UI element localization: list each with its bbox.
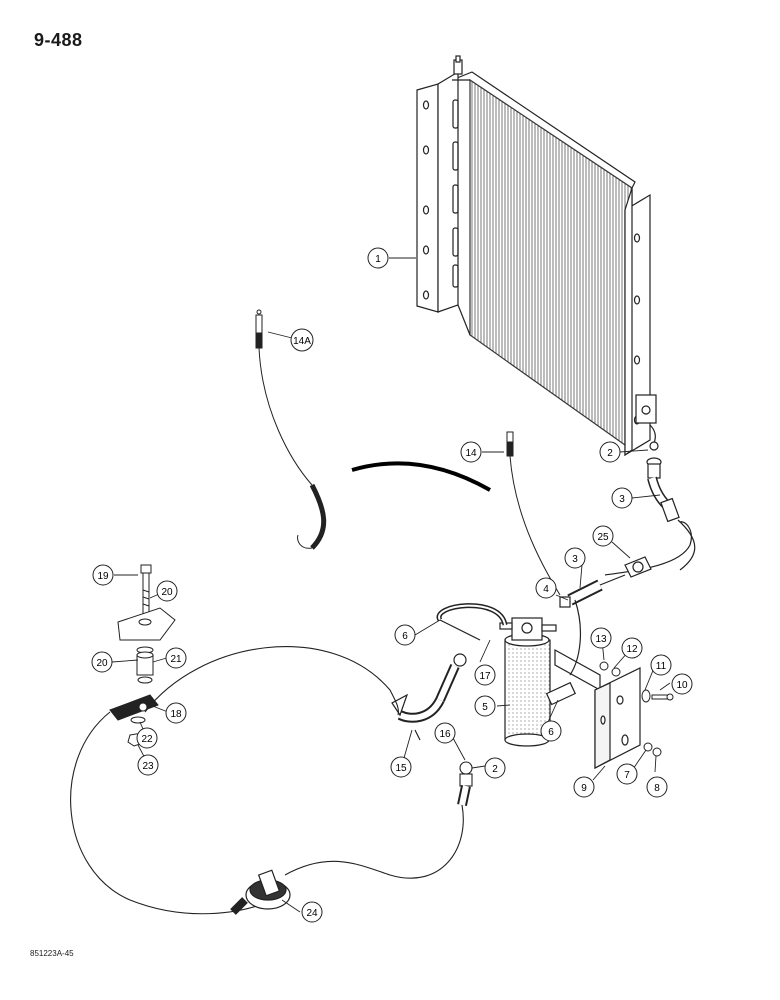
mounting-bracket xyxy=(594,667,641,769)
upper-hose xyxy=(646,457,696,571)
svg-text:5: 5 xyxy=(482,702,488,713)
svg-text:21: 21 xyxy=(170,654,182,665)
callout-23: 23 xyxy=(137,754,159,776)
callout-14: 14 xyxy=(460,441,482,463)
callout-17: 17 xyxy=(474,664,496,686)
figure-code: 851223A-45 xyxy=(30,949,74,958)
callout-7: 7 xyxy=(616,763,638,785)
callout-12: 12 xyxy=(621,637,643,659)
callout-21: 21 xyxy=(165,647,187,669)
svg-text:7: 7 xyxy=(624,770,630,781)
svg-text:25: 25 xyxy=(597,532,609,543)
svg-text:2: 2 xyxy=(492,764,498,775)
callout-20-upper: 20 xyxy=(156,580,178,602)
callout-3-upper: 3 xyxy=(611,487,633,509)
svg-text:9: 9 xyxy=(581,783,587,794)
svg-text:15: 15 xyxy=(395,763,407,774)
svg-text:24: 24 xyxy=(306,908,318,919)
callout-9: 9 xyxy=(573,776,595,798)
svg-text:11: 11 xyxy=(656,661,667,672)
callout-2-upper: 2 xyxy=(599,441,621,463)
page-number: 9-488 xyxy=(34,30,83,50)
svg-text:14: 14 xyxy=(465,448,477,459)
wire-14a xyxy=(255,309,327,550)
svg-text:18: 18 xyxy=(170,709,182,720)
routing-arrow xyxy=(351,461,491,492)
grommet xyxy=(230,869,291,915)
hardware xyxy=(599,661,674,757)
condenser xyxy=(416,55,659,457)
callout-10: 10 xyxy=(671,673,693,695)
callout-20-lower: 20 xyxy=(91,651,113,673)
svg-text:2: 2 xyxy=(607,448,613,459)
svg-text:13: 13 xyxy=(595,634,607,645)
callout-8: 8 xyxy=(646,776,668,798)
callout-15: 15 xyxy=(390,756,412,778)
callout-1: 1 xyxy=(367,247,389,269)
svg-text:10: 10 xyxy=(676,680,688,691)
svg-text:22: 22 xyxy=(141,734,153,745)
callout-5: 5 xyxy=(474,695,496,717)
hose-16 xyxy=(391,653,467,741)
svg-text:3: 3 xyxy=(619,494,625,505)
callout-25: 25 xyxy=(592,525,614,547)
svg-text:8: 8 xyxy=(654,783,660,794)
svg-text:20: 20 xyxy=(161,587,173,598)
hose-25 xyxy=(604,521,692,578)
callout-14a: 14A xyxy=(290,328,314,352)
callout-2-lower: 2 xyxy=(484,757,506,779)
svg-text:23: 23 xyxy=(142,761,154,772)
svg-text:6: 6 xyxy=(548,727,554,738)
lower-hose-run xyxy=(70,646,473,915)
tube-6 xyxy=(436,603,508,641)
svg-text:3: 3 xyxy=(572,554,578,565)
callout-13: 13 xyxy=(590,627,612,649)
callout-22: 22 xyxy=(136,727,158,749)
callout-18: 18 xyxy=(165,702,187,724)
svg-text:20: 20 xyxy=(96,658,108,669)
callout-16: 16 xyxy=(434,722,456,744)
svg-text:12: 12 xyxy=(626,644,638,655)
receiver-drier xyxy=(499,617,557,747)
mount-stack xyxy=(109,564,176,747)
svg-text:19: 19 xyxy=(97,571,109,582)
svg-text:16: 16 xyxy=(439,729,451,740)
callout-3-lower: 3 xyxy=(564,547,586,569)
callout-6-lower: 6 xyxy=(540,720,562,742)
svg-text:6: 6 xyxy=(402,631,408,642)
svg-text:4: 4 xyxy=(543,584,549,595)
svg-text:1: 1 xyxy=(375,254,381,265)
lower-hose-3 xyxy=(559,574,626,608)
svg-text:14A: 14A xyxy=(293,336,311,347)
support-tube xyxy=(545,599,601,706)
callout-4: 4 xyxy=(535,577,557,599)
svg-text:17: 17 xyxy=(479,671,491,682)
wire-14 xyxy=(506,431,561,596)
callout-24: 24 xyxy=(301,901,323,923)
callout-19: 19 xyxy=(92,564,114,586)
callout-6-upper: 6 xyxy=(394,624,416,646)
callout-11: 11 xyxy=(650,654,672,676)
